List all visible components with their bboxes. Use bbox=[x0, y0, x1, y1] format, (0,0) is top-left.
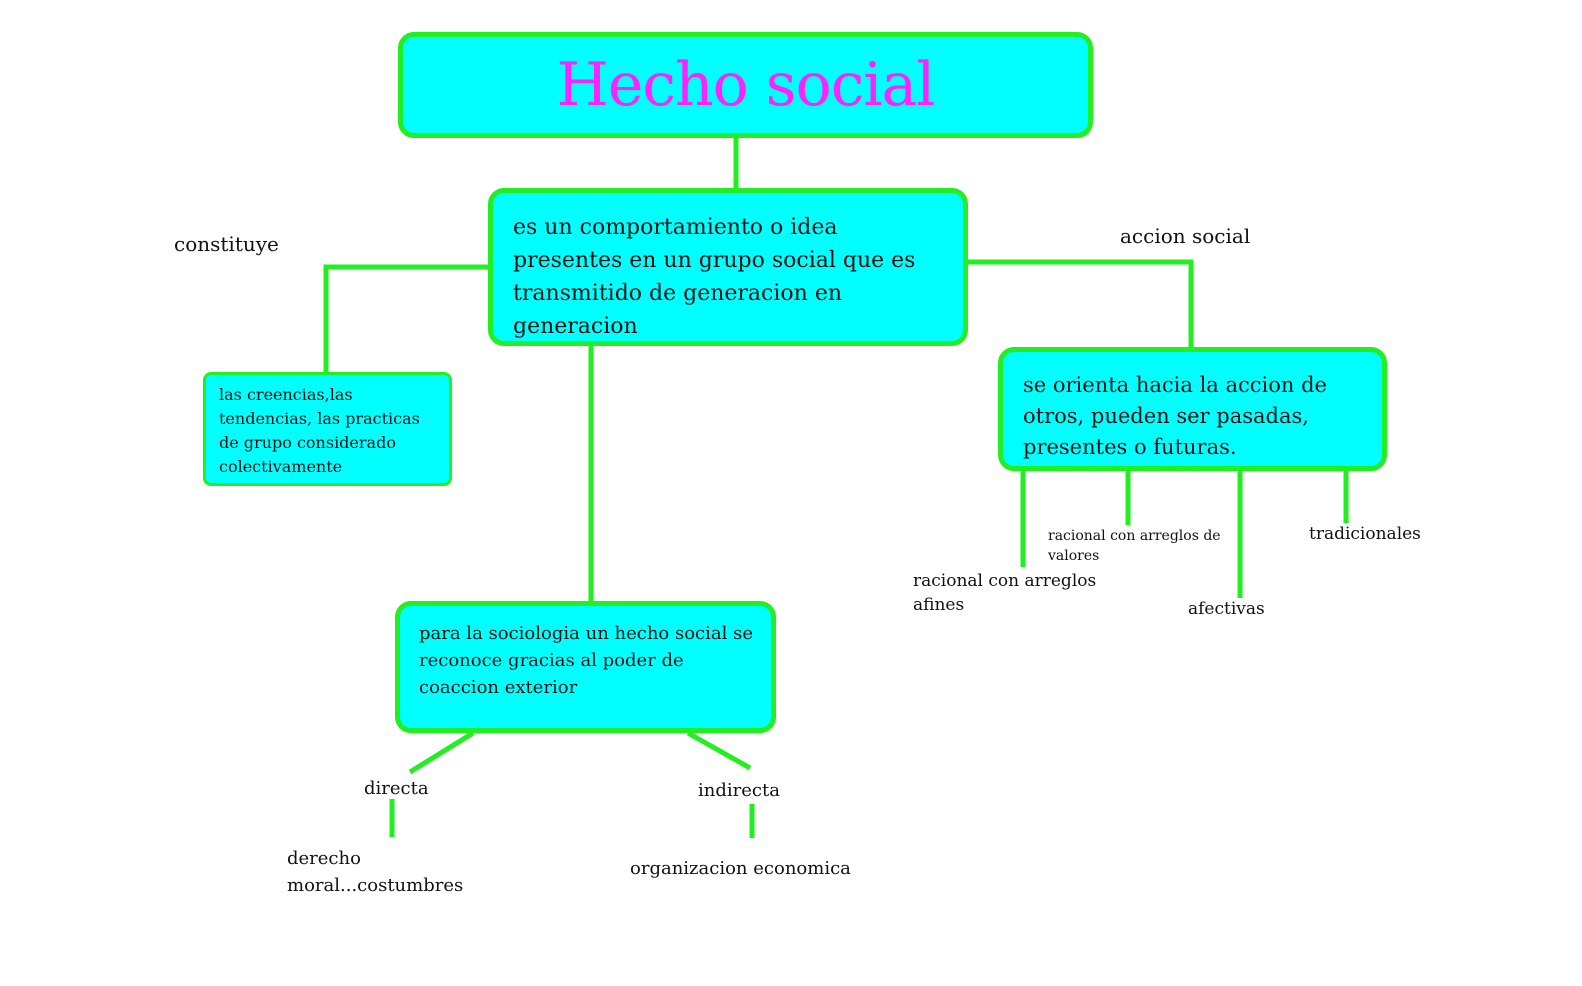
constituye-node: las creencias,las tendencias, las practi… bbox=[203, 372, 452, 486]
connector-bottom-to-indirecta bbox=[686, 730, 752, 771]
label-constituye: constituye bbox=[174, 232, 279, 256]
label-organizacion-economica: organizacion economica bbox=[630, 858, 851, 879]
title-node: Hecho social bbox=[398, 32, 1093, 138]
label-derecho-moral: derecho moral...costumbres bbox=[287, 848, 464, 896]
connector-definition-to-right bbox=[968, 259, 1194, 347]
label-racional-valores: racional con arreglos de valores bbox=[1048, 528, 1221, 564]
diagram-title: Hecho social bbox=[556, 50, 936, 120]
label-afectivas: afectivas bbox=[1188, 599, 1265, 619]
label-indirecta: indirecta bbox=[698, 780, 780, 801]
connector-bottom-to-directa bbox=[408, 730, 475, 775]
label-directa: directa bbox=[364, 778, 429, 799]
coaccion-node: para la sociologia un hecho social se re… bbox=[395, 601, 776, 733]
connector-definition-to-left bbox=[323, 264, 488, 372]
definition-node: es un comportamiento o idea presentes en… bbox=[488, 188, 968, 346]
accion-social-node: se orienta hacia la accion de otros, pue… bbox=[998, 347, 1387, 471]
label-accion-social: accion social bbox=[1120, 224, 1251, 248]
label-tradicionales: tradicionales bbox=[1309, 524, 1421, 544]
label-racional-afines: racional con arreglos afines bbox=[913, 571, 1097, 615]
